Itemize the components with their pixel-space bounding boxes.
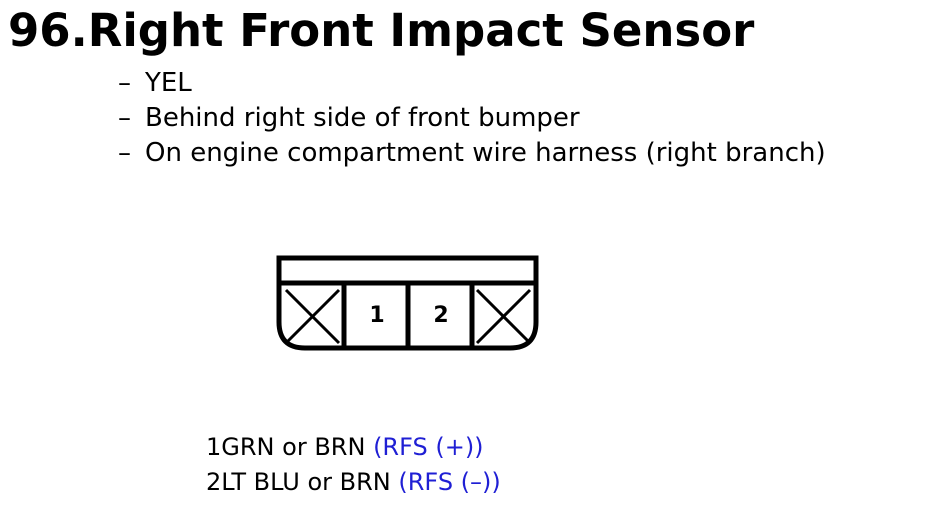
unused-cavity-right-icon [475,288,532,345]
list-dash: – [118,138,131,168]
detail-text: YEL [145,68,192,98]
wire-row-1: 1GRN or BRN (RFS (+)) [206,430,501,465]
unused-cavity-left-icon [284,288,341,345]
wire-legend: 1GRN or BRN (RFS (+)) 2LT BLU or BRN (RF… [206,430,501,500]
detail-connector-color: –YEL [118,66,826,101]
detail-text: On engine compartment wire harness (righ… [145,138,826,168]
pin-label-1: 1 [369,303,384,328]
detail-text: Behind right side of front bumper [145,103,580,133]
pin-label-2: 2 [433,303,448,328]
list-dash: – [118,68,131,98]
page-title: 96.Right Front Impact Sensor [8,4,755,57]
connector-details-list: –YEL –Behind right side of front bumper … [118,66,826,171]
list-dash: – [118,103,131,133]
wire-color: LT BLU or BRN [221,468,391,496]
wire-terminal: 1 [206,433,222,461]
detail-harness: –On engine compartment wire harness (rig… [118,136,826,171]
wire-row-2: 2LT BLU or BRN (RFS (–)) [206,465,501,500]
wire-function: (RFS (–)) [398,468,501,496]
wire-color: GRN or BRN [221,433,366,461]
connector-lock-tab [276,255,539,286]
wire-terminal: 2 [206,468,222,496]
detail-location: –Behind right side of front bumper [118,101,826,136]
wire-function: (RFS (+)) [373,433,484,461]
